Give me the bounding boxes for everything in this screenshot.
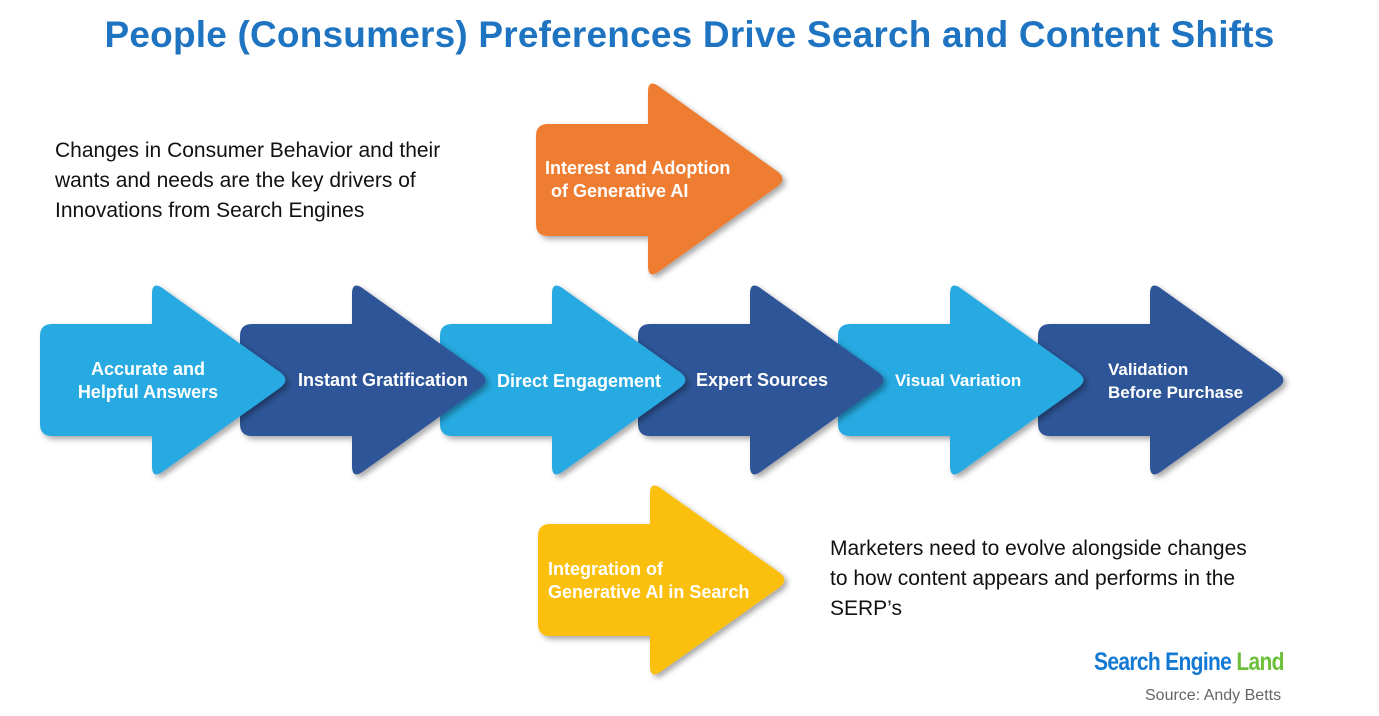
consumer-behavior-note: Changes in Consumer Behavior and their w… xyxy=(55,139,441,222)
arrow-expert-sources xyxy=(638,285,884,475)
arrow-validation xyxy=(1038,285,1284,475)
chain-label-line: Validation xyxy=(1108,360,1189,379)
chain-label-line: Before Purchase xyxy=(1108,383,1244,402)
chain-label-line: Helpful Answers xyxy=(77,382,219,402)
arrow-interest-generative-ai xyxy=(536,83,783,275)
chain-label-line: Expert Sources xyxy=(696,370,829,390)
chain-label-line: Direct Engagement xyxy=(497,371,662,391)
bottom-arrow-line2: Generative AI in Search xyxy=(548,582,750,602)
bottom-arrow-label: Integration of Generative AI in Search xyxy=(548,558,749,604)
chain-label-line: Accurate and xyxy=(90,359,206,379)
chain-label-accurate-answers: Accurate and Helpful Answers xyxy=(72,358,224,404)
chain-label-direct-engagement: Direct Engagement xyxy=(497,370,661,393)
logo-part-2: Land xyxy=(1236,648,1284,676)
top-arrow-line1: Interest and Adoption xyxy=(545,158,731,178)
chain-label-validation: Validation Before Purchase xyxy=(1108,358,1243,404)
chain-label-visual-variation: Visual Variation xyxy=(895,369,1021,392)
chain-label-instant-gratification: Instant Gratification xyxy=(298,369,468,392)
bottom-arrow-line1: Integration of xyxy=(548,559,663,579)
marketers-note: Marketers need to evolve alongside chang… xyxy=(830,537,1247,620)
logo-part-1: Search Engine xyxy=(1094,648,1232,676)
page-title: People (Consumers) Preferences Drive Sea… xyxy=(104,14,1275,55)
search-engine-land-logo: Search Engine Land xyxy=(1094,648,1284,682)
arrow-accurate-answers xyxy=(40,285,286,475)
source-credit: Source: Andy Betts xyxy=(1145,687,1282,704)
arrow-integration-generative-ai xyxy=(538,485,785,675)
chain-label-line: Instant Gratification xyxy=(298,370,469,390)
arrow-direct-engagement xyxy=(440,285,686,475)
top-arrow-line2: of Generative AI xyxy=(551,181,689,201)
top-arrow-label: Interest and Adoption of Generative AI xyxy=(545,157,730,203)
chain-label-line: Visual Variation xyxy=(895,371,1022,390)
arrow-instant-gratification xyxy=(240,285,486,475)
chain-label-expert-sources: Expert Sources xyxy=(696,369,828,392)
arrow-visual-variation xyxy=(838,285,1084,475)
